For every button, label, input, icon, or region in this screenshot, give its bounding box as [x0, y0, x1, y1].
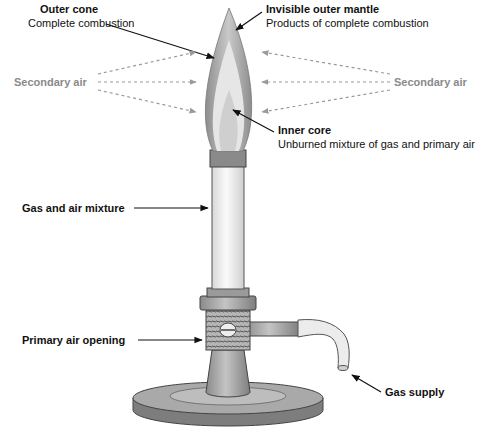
part-description: Products of complete combustion	[266, 17, 429, 30]
part-name: Primary air opening	[22, 334, 125, 347]
barrel-tube	[210, 150, 246, 289]
part-name: Inner core	[278, 124, 331, 137]
leader-line	[134, 207, 208, 208]
leader-lines	[106, 12, 381, 392]
leader-line	[106, 24, 214, 58]
leader-line	[236, 12, 262, 30]
secondary-air-arrows	[98, 52, 390, 112]
part-name: Outer cone	[40, 3, 98, 16]
part-description: Complete combustion	[28, 17, 134, 30]
flame	[205, 8, 251, 151]
air-collar	[200, 288, 256, 350]
burner-base	[133, 350, 323, 426]
leader-line	[352, 375, 381, 392]
air-label: Secondary air	[14, 76, 87, 89]
part-name: Invisible outer mantle	[266, 3, 379, 16]
leader-line	[233, 110, 274, 132]
part-name: Gas supply	[385, 386, 444, 399]
gas-inlet-hose	[244, 320, 349, 371]
part-description: Unburned mixture of gas and primary air	[278, 138, 475, 151]
leader-line	[138, 339, 202, 340]
part-name: Gas and air mixture	[22, 202, 125, 215]
air-label: Secondary air	[394, 76, 467, 89]
